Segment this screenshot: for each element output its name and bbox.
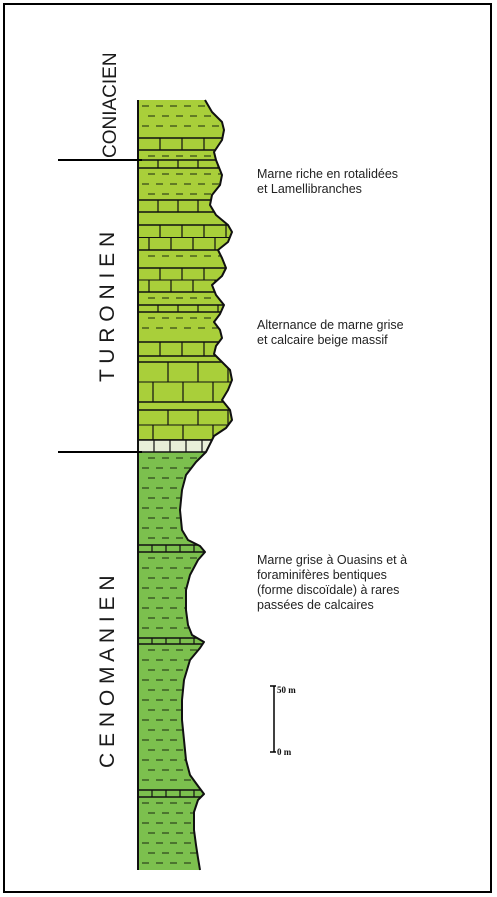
annotation-coniacian-marl: Marne riche en rotalidées et Lamellibran… [257, 167, 467, 197]
annotation-turonian-alternation: Alternance de marne grise et calcaire be… [257, 318, 467, 348]
annotation-cenomanian-marl: Marne grise à Ouasins et à foraminifères… [257, 553, 467, 613]
stage-label-turonien: T U R O N I E N [96, 232, 120, 382]
stage-label-cenomanien: C E N O M A N I E N [96, 575, 120, 768]
stage-label-coniacien: CONIACIEN [100, 52, 122, 158]
scale-label-bottom: 0 m [277, 747, 291, 757]
scale-label-top: 50 m [277, 685, 296, 695]
